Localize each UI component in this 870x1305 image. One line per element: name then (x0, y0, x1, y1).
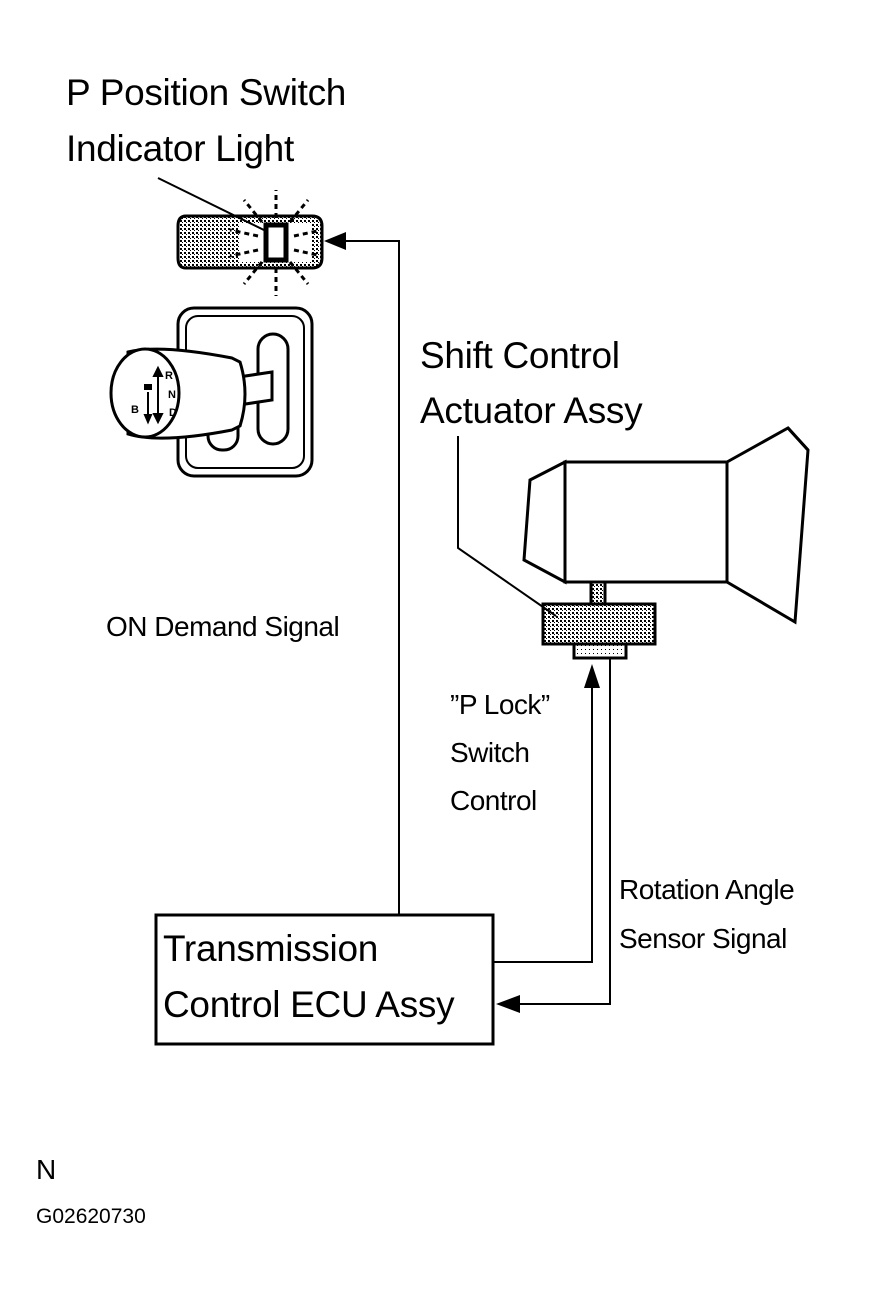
actuator-leader-line (457, 436, 557, 617)
indicator-label-line1: P Position Switch (66, 72, 347, 113)
figure-code: G02620730 (36, 1205, 146, 1228)
signal-lines (342, 240, 611, 1005)
actuator-flare (725, 426, 810, 625)
indicator-rays (229, 190, 323, 296)
ecu-arrow-icon (496, 995, 520, 1013)
indicator-lamp (263, 222, 289, 263)
knob-letter-d: D (169, 407, 177, 419)
indicator-light-assembly (157, 177, 324, 296)
ecu-box (154, 913, 495, 1046)
rotation-angle-sensor (572, 642, 628, 660)
plock-label-line1: ”P Lock” (450, 689, 550, 720)
rotation-label-line2: Sensor Signal (619, 923, 787, 954)
actuator-label-line2: Actuator Assy (420, 390, 643, 431)
indicator-leader-line (157, 177, 269, 233)
rotation-label-line1: Rotation Angle (619, 874, 795, 905)
ecu-label-line1: Transmission (163, 928, 379, 969)
plock-label-line3: Control (450, 785, 537, 816)
on-demand-signal-label: ON Demand Signal (106, 611, 340, 642)
indicator-arrow-icon (324, 232, 346, 250)
plock-label-line2: Switch (450, 737, 530, 768)
rotation-sensor-line (518, 658, 611, 1005)
on-demand-signal-line (342, 240, 400, 915)
knob-letter-n: N (168, 389, 176, 401)
plock-switch-unit (541, 602, 657, 646)
shift-control-actuator (457, 426, 810, 660)
plock-arrow-icon (584, 664, 600, 688)
actuator-label-line1: Shift Control (420, 335, 620, 376)
indicator-label-line2: Indicator Light (66, 128, 294, 169)
actuator-front-cap (522, 459, 567, 585)
knob-letter-b: B (131, 404, 139, 416)
corner-letter: N (36, 1154, 56, 1185)
actuator-body (563, 460, 729, 584)
actuator-shaft (589, 580, 607, 606)
knob-arrows-icon (143, 365, 164, 425)
shift-lever-assembly: R N D B (109, 306, 314, 478)
knob-letter-r: R (165, 370, 173, 382)
ecu-label-line2: Control ECU Assy (163, 984, 455, 1025)
plock-control-line (493, 684, 593, 963)
signal-arrowheads (324, 232, 600, 1013)
